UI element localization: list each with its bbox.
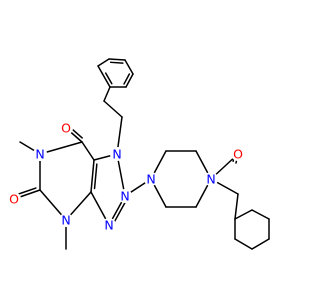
atom-label: N bbox=[104, 218, 113, 233]
atom-label: N bbox=[112, 147, 121, 162]
bond bbox=[103, 100, 123, 118]
atom-label: N bbox=[120, 189, 129, 204]
bond bbox=[116, 153, 126, 197]
bond bbox=[234, 193, 239, 220]
atom-label: N bbox=[206, 172, 215, 187]
atom-N3: N bbox=[59, 213, 73, 228]
atom-label: N bbox=[146, 172, 155, 187]
bond bbox=[251, 209, 270, 220]
bond bbox=[123, 73, 131, 85]
bond bbox=[97, 65, 103, 74]
atom-label: O bbox=[233, 147, 243, 162]
atom-O3: O bbox=[7, 192, 21, 207]
atom-O2: O bbox=[231, 147, 245, 162]
bond bbox=[109, 61, 124, 64]
molecule-structure: O N N N N N O O N N bbox=[7, 58, 270, 250]
atom-N1: N bbox=[33, 147, 47, 162]
bond bbox=[103, 86, 111, 102]
bond bbox=[125, 73, 134, 88]
bond-layer bbox=[13, 58, 270, 250]
bond bbox=[90, 159, 95, 193]
atom-N7: N bbox=[110, 147, 124, 162]
bond bbox=[93, 163, 98, 190]
atom-Npip1: N bbox=[144, 172, 158, 187]
bond bbox=[39, 141, 83, 155]
bond bbox=[234, 209, 253, 220]
bond bbox=[101, 72, 111, 88]
bond bbox=[234, 238, 253, 250]
bond bbox=[104, 72, 113, 85]
atom-label: O bbox=[61, 121, 71, 136]
atom-N9: N bbox=[102, 218, 116, 233]
bond bbox=[251, 238, 270, 250]
bond bbox=[112, 200, 127, 224]
atom-label-layer: O N N N N N O O N N bbox=[7, 121, 245, 233]
bond bbox=[108, 58, 126, 61]
bond bbox=[97, 58, 110, 67]
atom-label: N bbox=[35, 147, 44, 162]
atom-label: N bbox=[61, 213, 70, 228]
atom-Npip4: N bbox=[204, 172, 218, 187]
atom-N8: N bbox=[118, 189, 132, 204]
atom-O1: O bbox=[59, 121, 73, 136]
bond bbox=[15, 187, 37, 196]
atom-label: O bbox=[9, 192, 19, 207]
bond bbox=[124, 59, 134, 75]
bond bbox=[81, 141, 95, 161]
